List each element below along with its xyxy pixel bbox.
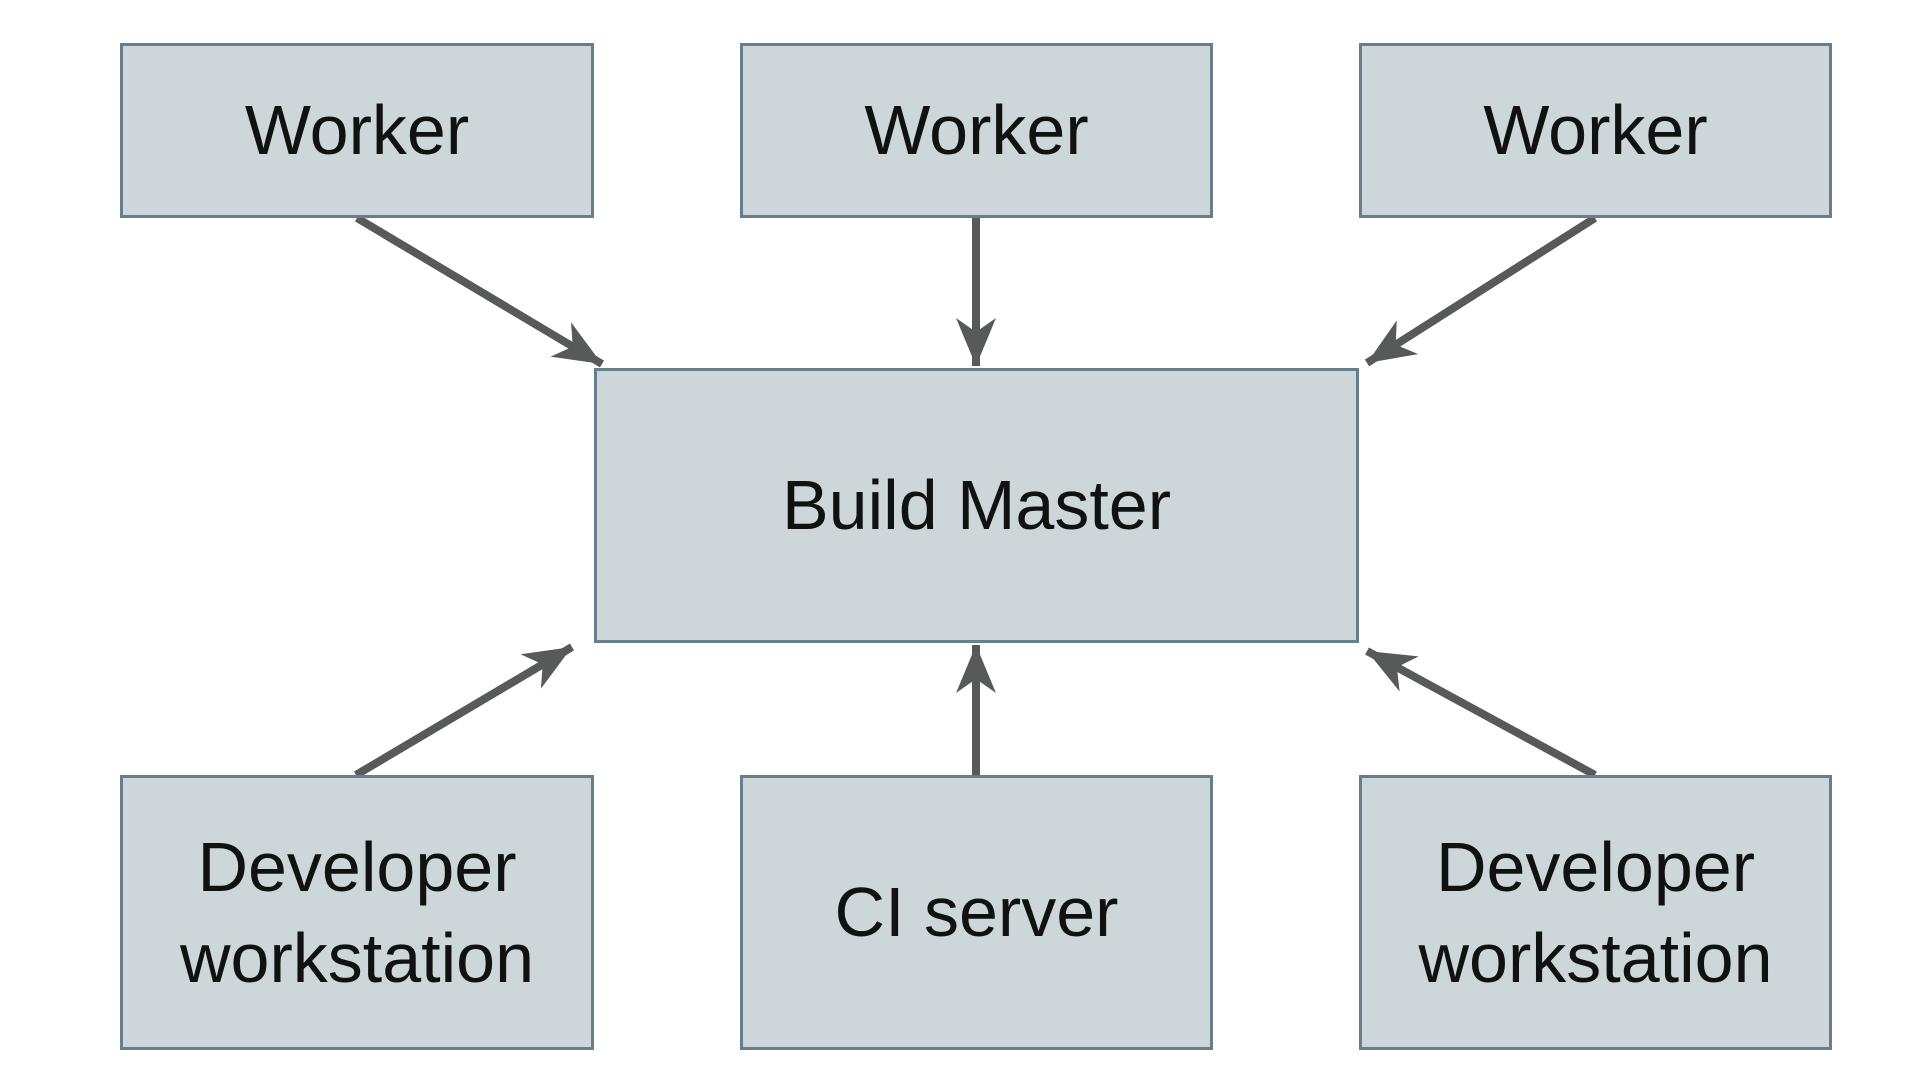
node-developer-workstation-2: Developer workstation — [1359, 775, 1832, 1050]
node-worker-2-label: Worker — [864, 91, 1089, 169]
node-worker-1: Worker — [120, 43, 594, 218]
node-developer-workstation-1-label: Developer workstation — [179, 827, 535, 997]
node-worker-2: Worker — [740, 43, 1213, 218]
node-worker-1-label: Worker — [244, 91, 470, 169]
arrow-worker-1-to-build-master — [354, 214, 605, 368]
node-ci-server-label: CI server — [834, 873, 1119, 951]
arrow-worker-3-to-build-master — [1364, 214, 1598, 367]
node-developer-workstation-2-label: Developer workstation — [1418, 827, 1773, 997]
arrow-developer-workstation-1-to-build-master — [353, 643, 575, 779]
arrow-developer-workstation-2-to-build-master — [1365, 647, 1597, 779]
node-build-master: Build Master — [594, 368, 1359, 643]
node-ci-server: CI server — [740, 775, 1213, 1050]
node-developer-workstation-1: Developer workstation — [120, 775, 594, 1050]
node-worker-3-label: Worker — [1483, 91, 1708, 169]
node-worker-3: Worker — [1359, 43, 1832, 218]
node-build-master-label: Build Master — [781, 466, 1172, 544]
